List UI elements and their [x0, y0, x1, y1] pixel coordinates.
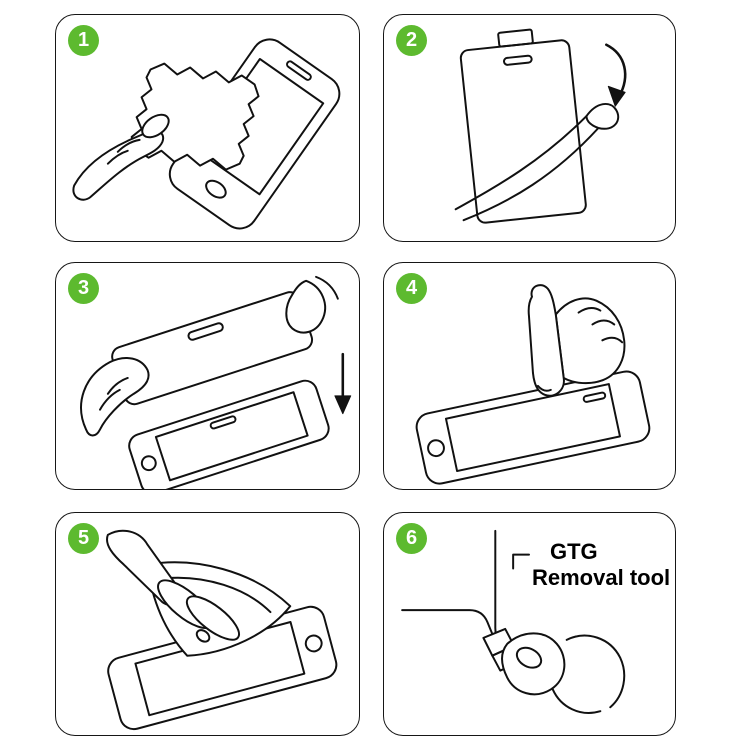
step-panel-4: 4 [383, 262, 676, 490]
step-badge: 6 [396, 523, 427, 554]
step-panel-6: 6 GTG Removal tool [383, 512, 676, 736]
step-panel-1: 1 [55, 14, 360, 242]
step-badge: 5 [68, 523, 99, 554]
step-panel-5: 5 [55, 512, 360, 736]
step-number: 4 [405, 277, 418, 299]
step-number: 1 [77, 29, 90, 51]
step3-place-glass-illustration [80, 275, 352, 489]
step-badge: 4 [396, 273, 427, 304]
step4-press-screen-illustration [415, 284, 651, 485]
step-number: 6 [405, 527, 418, 549]
step-badge: 2 [396, 25, 427, 56]
removal-tool-label: GTG Removal tool [532, 539, 670, 591]
step-badge: 3 [68, 273, 99, 304]
step1-wipe-screen-illustration [72, 38, 341, 230]
step-panel-2: 2 [383, 14, 676, 242]
step6-removal-tool-illustration [401, 529, 626, 714]
step-number: 5 [77, 527, 90, 549]
step-badge: 1 [68, 25, 99, 56]
step-number: 3 [77, 277, 90, 299]
step5-smooth-film-illustration [106, 529, 338, 731]
removal-tool-label-line1: GTG [550, 539, 598, 564]
removal-tool-label-line2: Removal tool [532, 564, 671, 590]
step2-peel-film-illustration [454, 28, 627, 224]
step-number: 2 [405, 29, 418, 51]
step-panel-3: 3 [55, 262, 360, 490]
